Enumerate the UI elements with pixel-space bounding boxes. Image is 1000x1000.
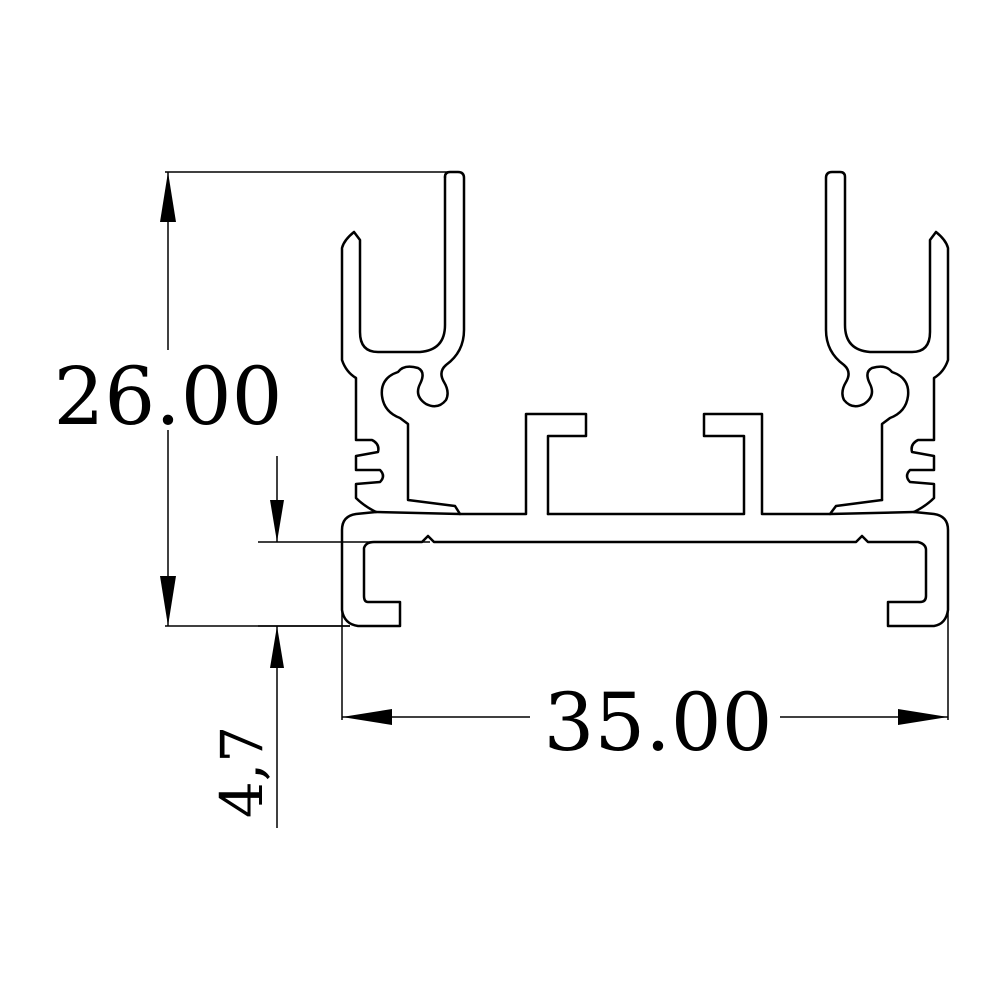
base-dimension: 4,7 bbox=[208, 456, 430, 828]
aluminium-profile bbox=[340, 170, 950, 628]
width-arrow-left-icon bbox=[342, 709, 392, 725]
width-arrow-right-icon bbox=[898, 709, 948, 725]
base-arrow-up-icon bbox=[270, 626, 284, 668]
height-label: 26.00 bbox=[53, 350, 282, 443]
width-label: 35.00 bbox=[543, 676, 772, 769]
base-label: 4,7 bbox=[208, 726, 276, 818]
right-clip-outline bbox=[824, 170, 950, 514]
height-label-bg bbox=[40, 350, 290, 430]
height-dimension: 26.00 bbox=[40, 171, 460, 627]
base-plate bbox=[340, 510, 950, 628]
middle-web bbox=[546, 412, 884, 516]
width-dimension: 35.00 bbox=[341, 610, 949, 769]
base-top-edge bbox=[374, 510, 916, 516]
width-label-bg bbox=[530, 680, 780, 760]
left-clip-inner bbox=[340, 175, 447, 514]
left-clip-outline bbox=[380, 170, 588, 516]
height-arrow-top-icon bbox=[160, 172, 176, 222]
base-arrow-down-icon bbox=[270, 500, 284, 542]
height-arrow-bottom-icon bbox=[160, 576, 176, 626]
